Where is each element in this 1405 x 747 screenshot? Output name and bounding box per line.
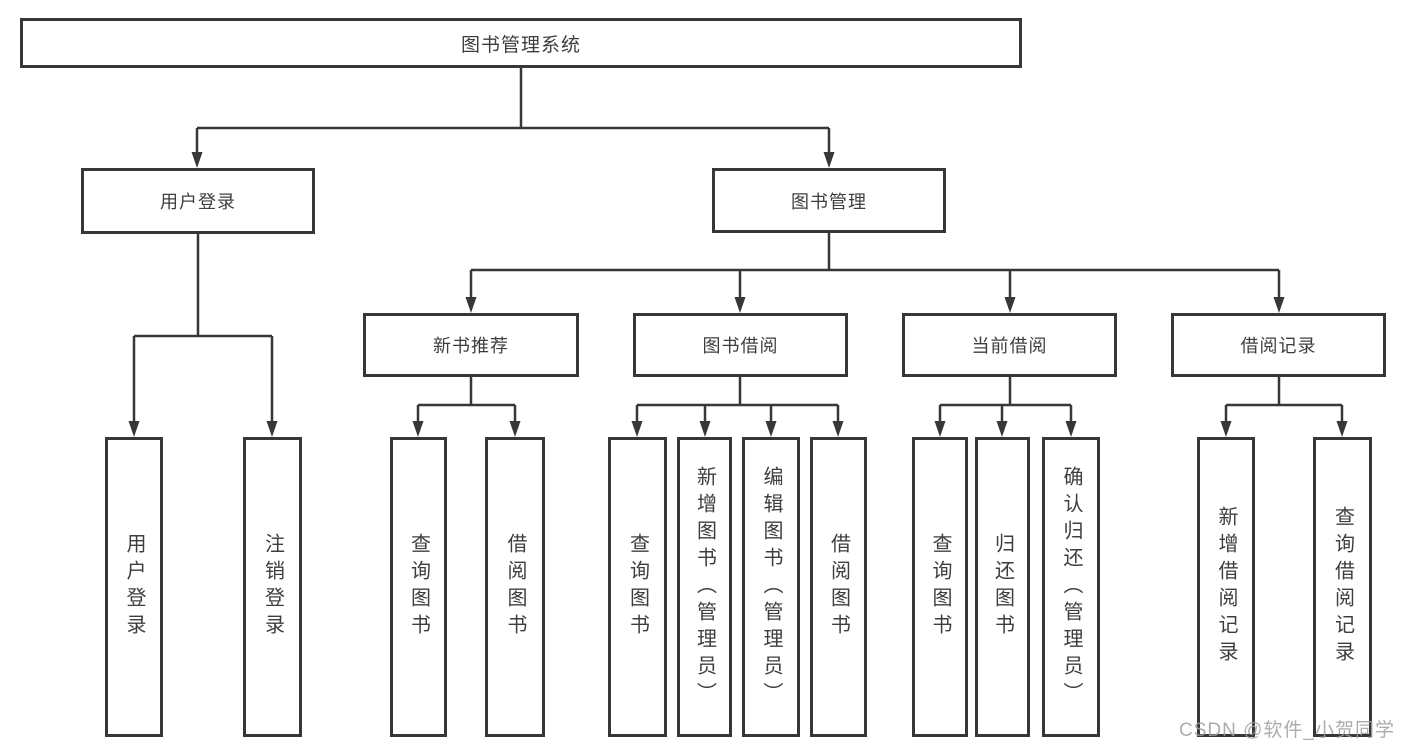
leaf-query-book-borrow-label: 查询图书 xyxy=(626,533,649,641)
leaf-logout-label: 注销登录 xyxy=(261,533,284,641)
csdn-watermark: CSDN @软件_小贺同学 xyxy=(1179,720,1395,741)
node-root-label: 图书管理系统 xyxy=(460,34,581,56)
leaf-borrow-book-recommend-label: 借阅图书 xyxy=(504,533,526,641)
connector-current-borrow-to-leaves xyxy=(934,377,1077,437)
leaf-return-book-label: 归还图书 xyxy=(991,533,1014,641)
connector-root-to-level2 xyxy=(191,68,835,168)
connector-book-management-to-level3 xyxy=(465,233,1285,313)
leaf-query-book-current: 查询图书 xyxy=(912,437,968,737)
node-current-borrow-label: 当前借阅 xyxy=(971,336,1048,356)
leaf-query-book-borrow: 查询图书 xyxy=(608,437,667,737)
node-current-borrow: 当前借阅 xyxy=(902,313,1117,377)
node-user-login-label: 用户登录 xyxy=(160,192,236,212)
leaf-edit-book-admin-label: 编辑图书（管理员） xyxy=(760,465,782,709)
leaf-user-login-label: 用户登录 xyxy=(123,533,145,641)
node-root: 图书管理系统 xyxy=(20,18,1022,68)
node-borrow-records-label: 借阅记录 xyxy=(1240,336,1317,356)
connector-borrow-records-to-leaves xyxy=(1220,377,1348,437)
node-book-management: 图书管理 xyxy=(712,168,946,233)
node-new-book-recommend-label: 新书推荐 xyxy=(433,336,509,356)
connector-user-login-to-leaves xyxy=(128,234,278,437)
leaf-edit-book-admin: 编辑图书（管理员） xyxy=(742,437,800,737)
connector-book-borrow-to-leaves xyxy=(631,377,844,437)
node-book-borrow: 图书借阅 xyxy=(633,313,848,377)
node-user-login: 用户登录 xyxy=(81,168,315,234)
connector-new-book-recommend-to-leaves xyxy=(412,377,521,437)
leaf-add-book-admin: 新增图书（管理员） xyxy=(677,437,732,737)
leaf-confirm-return-admin: 确认归还（管理员） xyxy=(1042,437,1100,737)
leaf-return-book: 归还图书 xyxy=(975,437,1030,737)
leaf-query-borrow-record: 查询借阅记录 xyxy=(1313,437,1372,737)
node-book-management-label: 图书管理 xyxy=(791,191,867,212)
leaf-add-book-admin-label: 新增图书（管理员） xyxy=(693,465,716,709)
leaf-query-borrow-record-label: 查询借阅记录 xyxy=(1331,506,1354,668)
leaf-add-borrow-record: 新增借阅记录 xyxy=(1197,437,1255,737)
leaf-add-borrow-record-label: 新增借阅记录 xyxy=(1215,506,1237,668)
leaf-user-login: 用户登录 xyxy=(105,437,163,737)
leaf-borrow-book-recommend: 借阅图书 xyxy=(485,437,545,737)
leaf-query-book-current-label: 查询图书 xyxy=(929,533,951,641)
node-new-book-recommend: 新书推荐 xyxy=(363,313,579,377)
leaf-query-book-recommend: 查询图书 xyxy=(390,437,447,737)
node-borrow-records: 借阅记录 xyxy=(1171,313,1386,377)
leaf-borrow-book-label: 借阅图书 xyxy=(827,533,850,641)
node-book-borrow-label: 图书借阅 xyxy=(702,336,779,356)
leaf-confirm-return-admin-label: 确认归还（管理员） xyxy=(1060,465,1082,709)
leaf-logout: 注销登录 xyxy=(243,437,302,737)
leaf-query-book-recommend-label: 查询图书 xyxy=(407,533,430,641)
leaf-borrow-book: 借阅图书 xyxy=(810,437,867,737)
